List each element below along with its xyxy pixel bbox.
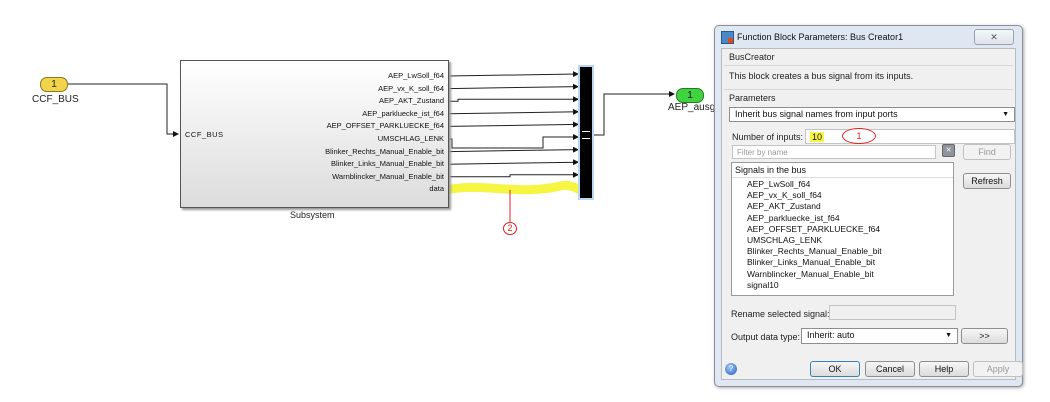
bus-creator-block[interactable]: [578, 65, 594, 200]
wire-ccf-bus: [67, 83, 179, 137]
signal-list-item[interactable]: UMSCHLAG_LENK: [747, 234, 823, 245]
num-inputs-label: Number of inputs:: [732, 132, 804, 142]
bus-input-wire[interactable]: [447, 71, 579, 78]
bus-naming-selected: Inherit bus signal names from input port…: [735, 109, 898, 119]
bus-output-marker: [582, 131, 590, 139]
data-line-highlight: [442, 181, 585, 195]
num-inputs-field[interactable]: 10: [805, 129, 1015, 144]
simulink-app-icon: [721, 31, 734, 44]
clear-filter-icon[interactable]: ✕: [942, 144, 955, 157]
outport-label: AEP_ausg: [668, 102, 716, 113]
output-type-selected: Inherit: auto: [807, 330, 855, 340]
signal-list-item[interactable]: Blinker_Links_Manual_Enable_bit: [747, 257, 876, 268]
subsystem-name[interactable]: Subsystem: [290, 210, 335, 220]
subsystem-output-port-label: Warnblincker_Manual_Enable_bit: [332, 171, 444, 181]
subsystem-output-port-label: Blinker_Rechts_Manual_Enable_bit: [325, 146, 444, 156]
bus-input-wire[interactable]: [447, 108, 579, 115]
help-button[interactable]: Help: [919, 361, 969, 377]
subsystem-output-port-label: AEP_OFFSET_PARKLUECKE_f64: [326, 121, 444, 131]
inport-label: CCF_BUS: [32, 94, 79, 105]
divider: [724, 65, 1013, 66]
cancel-button[interactable]: Cancel: [865, 361, 915, 377]
signal-list-item[interactable]: AEP_parkluecke_ist_f64: [747, 212, 840, 223]
subsystem-input-port-label: CCF_BUS: [185, 130, 224, 139]
bus-input-wire[interactable]: [447, 83, 579, 90]
signal-list-item[interactable]: AEP_OFFSET_PARKLUECKE_f64: [747, 223, 881, 234]
subsystem-output-port-label: UMSCHLAG_LENK: [377, 134, 444, 143]
wire-bus-out: [592, 91, 675, 136]
annotation-1: 1: [842, 128, 876, 144]
block-description: This block creates a bus signal from its…: [729, 71, 914, 81]
signal-list-item[interactable]: AEP_vx_K_soll_f64: [747, 190, 822, 201]
rename-field[interactable]: [829, 305, 956, 320]
dialog-titlebar[interactable]: Function Block Parameters: Bus Creator1 …: [715, 26, 1022, 48]
subsystem-output-port-label: AEP_vx_K_soll_f64: [378, 83, 444, 93]
find-button[interactable]: Find: [963, 144, 1011, 160]
output-type-dropdown[interactable]: Inherit: auto ▼: [801, 328, 958, 344]
subsystem-output-port-label: Blinker_Links_Manual_Enable_bit: [331, 159, 444, 169]
help-icon[interactable]: ?: [725, 363, 737, 375]
chevron-down-icon: ▼: [1002, 111, 1009, 118]
bus-input-wire[interactable]: [447, 159, 579, 166]
annotation-2: 2: [503, 222, 517, 235]
divider: [724, 89, 1013, 90]
signal-list-item[interactable]: Warnblincker_Manual_Enable_bit: [747, 268, 874, 279]
inport-block[interactable]: 1: [40, 77, 68, 92]
bus-input-wire[interactable]: [448, 134, 579, 149]
bus-naming-dropdown[interactable]: Inherit bus signal names from input port…: [729, 107, 1015, 122]
close-button[interactable]: ✕: [974, 29, 1014, 45]
signal-list-item[interactable]: signal10: [747, 279, 779, 290]
bus-input-wire[interactable]: [448, 96, 579, 103]
output-type-label: Output data type:: [731, 332, 801, 342]
signals-header: Signals in the bus: [732, 163, 953, 178]
signal-list-item[interactable]: AEP_AKT_Zustand: [747, 201, 821, 212]
chevron-down-icon: ▼: [945, 332, 952, 339]
subsystem-output-port-label: AEP_LwSoll_f64: [388, 71, 444, 80]
signal-list-item[interactable]: AEP_LwSoll_f64: [747, 179, 811, 189]
ok-button[interactable]: OK: [810, 361, 860, 377]
refresh-button[interactable]: Refresh: [963, 173, 1011, 189]
parameters-group-label: Parameters: [729, 93, 776, 103]
rename-label: Rename selected signal:: [731, 309, 830, 319]
signal-list-item[interactable]: Blinker_Rechts_Manual_Enable_bit: [747, 246, 882, 257]
bus-input-wire[interactable]: [447, 146, 579, 153]
apply-button[interactable]: Apply: [973, 361, 1023, 377]
num-inputs-value: 10: [810, 132, 825, 142]
subsystem-output-port-label: AEP_AKT_Zustand: [378, 96, 444, 106]
filter-input[interactable]: Filter by name: [732, 145, 936, 159]
bus-input-wire[interactable]: [448, 171, 579, 178]
bus-input-wire[interactable]: [447, 121, 579, 128]
dialog-title: Function Block Parameters: Bus Creator1: [737, 32, 904, 42]
subsystem-output-port-label: data: [429, 184, 444, 194]
expand-data-type-button[interactable]: >>: [961, 328, 1008, 344]
subsystem-output-port-label: AEP_parkluecke_ist_f64: [362, 108, 444, 118]
outport-block[interactable]: 1: [676, 88, 704, 103]
block-type-label: BusCreator: [729, 52, 775, 62]
